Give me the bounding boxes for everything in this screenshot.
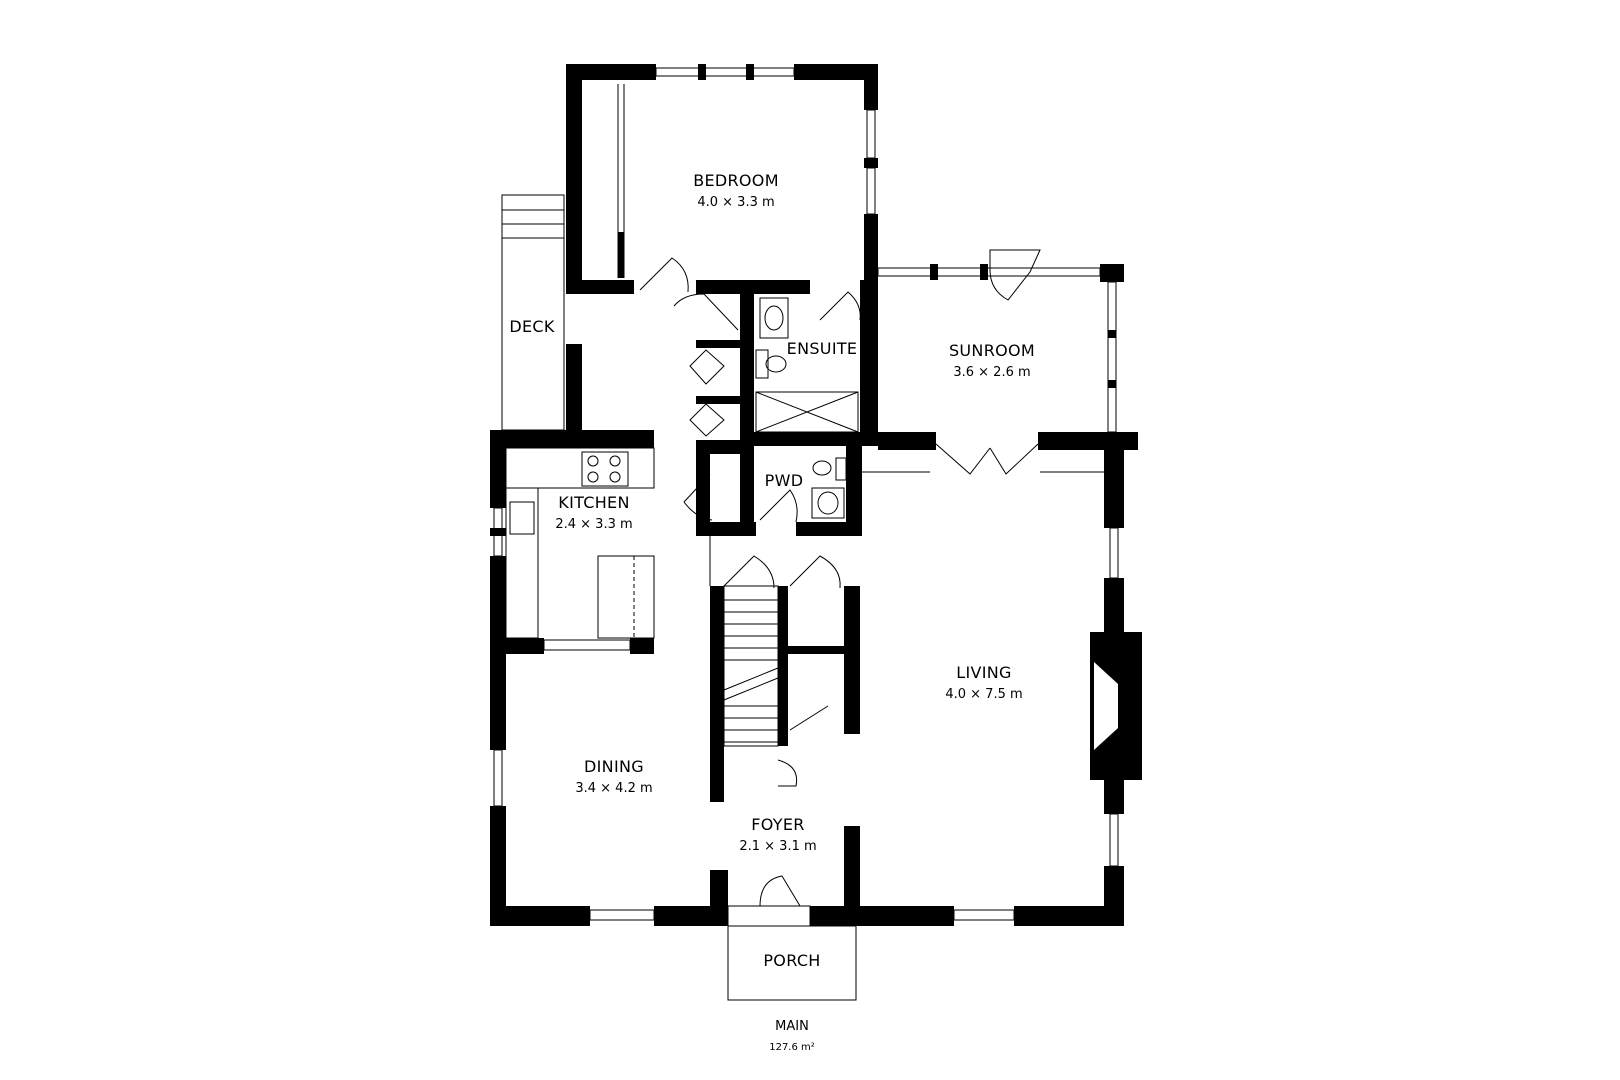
pwd-name: PWD bbox=[765, 471, 804, 490]
bedroom-label: BEDROOM 4.0 × 3.3 m bbox=[693, 171, 779, 210]
ensuite-walls bbox=[754, 280, 878, 446]
front-windows bbox=[589, 909, 1015, 921]
pwd-fixtures bbox=[683, 457, 847, 523]
dining-name: DINING bbox=[584, 757, 644, 776]
deck-outline bbox=[501, 194, 565, 431]
kitchen-window bbox=[490, 507, 506, 557]
stair-treads bbox=[723, 599, 779, 743]
foyer-name: FOYER bbox=[751, 815, 804, 834]
kitchen-label: KITCHEN 2.4 × 3.3 m bbox=[555, 493, 632, 532]
sunroom-dims: 3.6 × 2.6 m bbox=[953, 365, 1030, 380]
bedroom-walls bbox=[566, 64, 878, 432]
living-label: LIVING 4.0 × 7.5 m bbox=[945, 663, 1022, 702]
deck-label: DECK bbox=[509, 317, 555, 336]
front-door bbox=[727, 875, 811, 927]
sunroom-windows bbox=[877, 264, 1117, 433]
ensuite-label: ENSUITE bbox=[787, 339, 858, 358]
floor-summary: MAIN 127.6 m² bbox=[769, 1019, 815, 1053]
sunroom-door bbox=[935, 249, 1041, 475]
sunroom-label: SUNROOM 3.6 × 2.6 m bbox=[949, 341, 1035, 380]
bedroom-door bbox=[639, 257, 689, 293]
fireplace bbox=[1094, 662, 1118, 750]
bedroom-closet-doors bbox=[617, 84, 625, 278]
pwd-label: PWD bbox=[765, 471, 804, 490]
dining-window bbox=[493, 749, 503, 807]
kitchen-walls bbox=[490, 430, 654, 750]
porch-name: PORCH bbox=[763, 951, 820, 970]
sunroom-name: SUNROOM bbox=[949, 341, 1035, 360]
floor-name: MAIN bbox=[775, 1019, 809, 1034]
living-name: LIVING bbox=[956, 663, 1011, 682]
bedroom-dims: 4.0 × 3.3 m bbox=[697, 195, 774, 210]
living-windows bbox=[1109, 527, 1119, 867]
porch-outline bbox=[727, 925, 857, 1001]
pwd-walls bbox=[696, 446, 862, 536]
hall-closets bbox=[673, 280, 754, 462]
ensuite-fixtures bbox=[755, 291, 861, 433]
dining-label: DINING 3.4 × 4.2 m bbox=[575, 757, 652, 796]
inner-lines bbox=[709, 471, 1104, 586]
dining-walls bbox=[490, 806, 590, 926]
bedroom-windows bbox=[655, 64, 876, 215]
stairs bbox=[710, 555, 860, 802]
foyer-label: FOYER 2.1 × 3.1 m bbox=[739, 815, 816, 854]
kitchen-fixtures bbox=[505, 447, 655, 651]
living-dims: 4.0 × 7.5 m bbox=[945, 687, 1022, 702]
dining-dims: 3.4 × 4.2 m bbox=[575, 781, 652, 796]
kitchen-dims: 2.4 × 3.3 m bbox=[555, 517, 632, 532]
ensuite-name: ENSUITE bbox=[787, 339, 858, 358]
deck-name: DECK bbox=[509, 317, 555, 336]
front-walls bbox=[654, 826, 1124, 926]
porch-label: PORCH bbox=[763, 951, 820, 970]
bedroom-name: BEDROOM bbox=[693, 171, 779, 190]
foyer-dims: 2.1 × 3.1 m bbox=[739, 839, 816, 854]
floor-area: 127.6 m² bbox=[769, 1042, 815, 1053]
kitchen-name: KITCHEN bbox=[558, 493, 629, 512]
